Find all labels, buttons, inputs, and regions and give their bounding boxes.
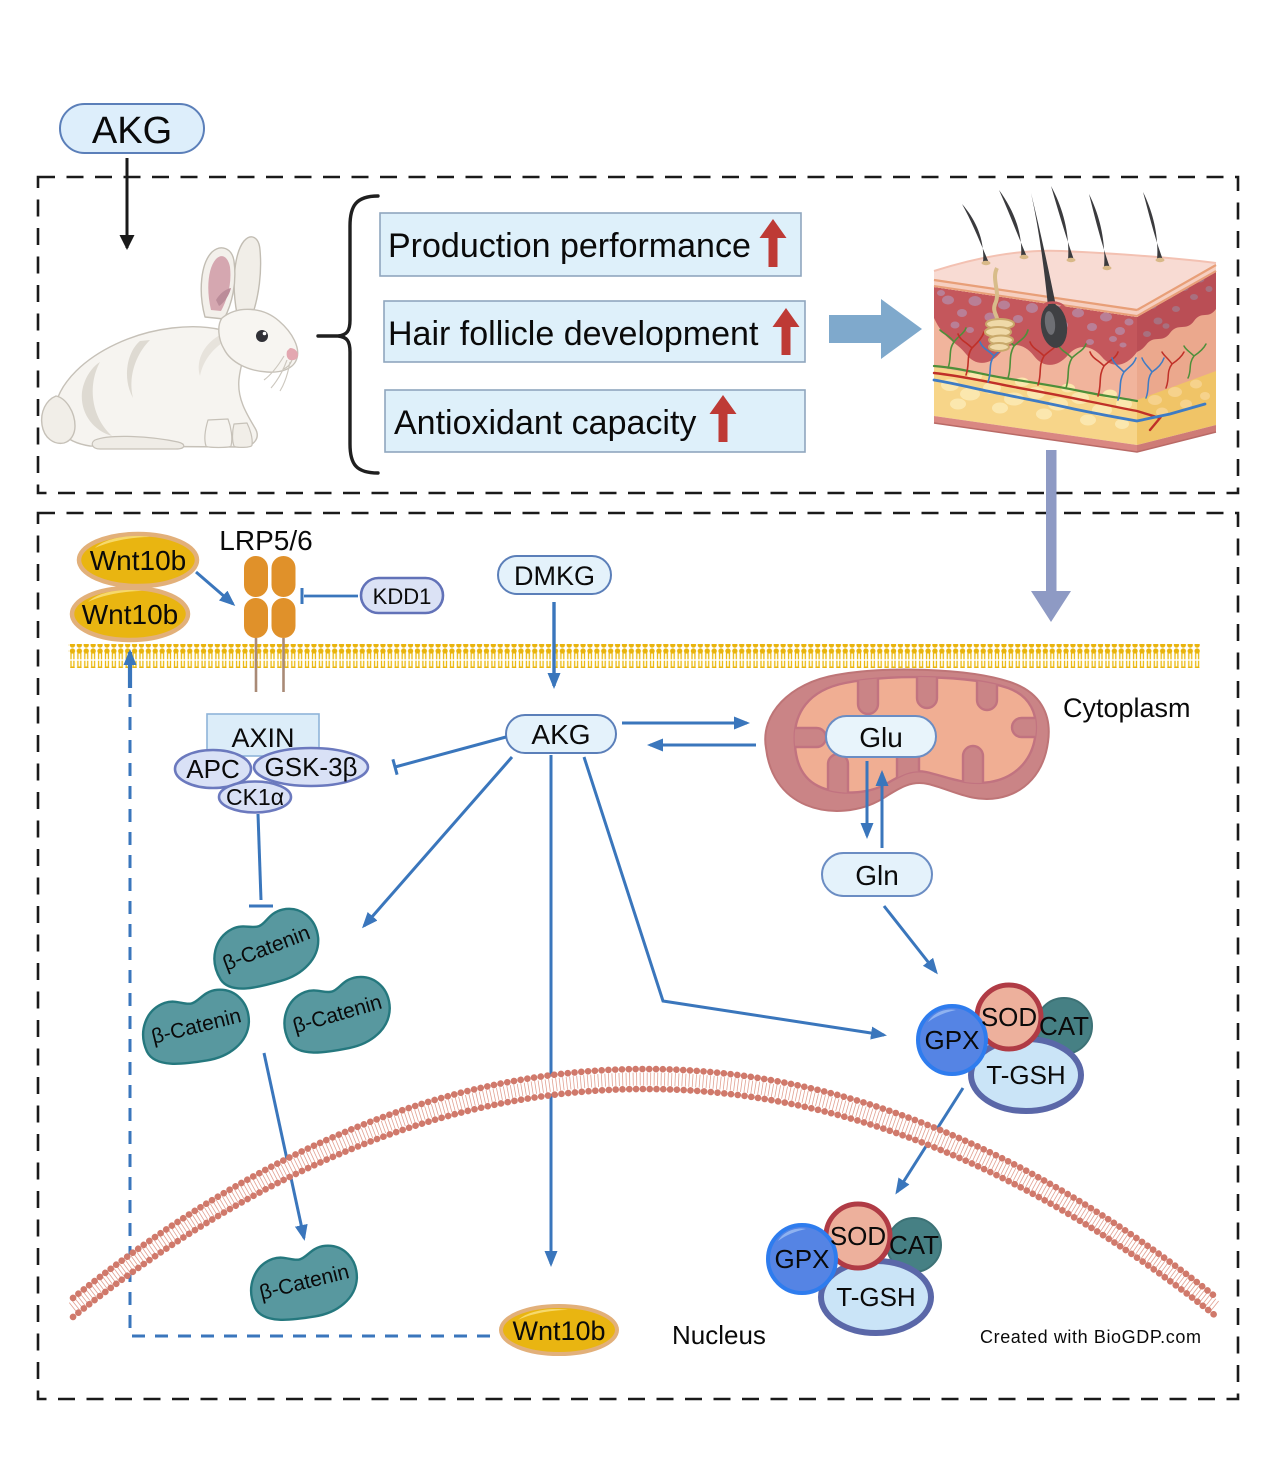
svg-text:GSK-3β: GSK-3β <box>265 752 358 782</box>
svg-text:SOD: SOD <box>981 1002 1037 1032</box>
svg-text:AXIN: AXIN <box>231 723 294 753</box>
svg-text:Gln: Gln <box>855 860 899 891</box>
svg-text:T-GSH: T-GSH <box>986 1060 1065 1090</box>
svg-text:Wnt10b: Wnt10b <box>82 599 179 630</box>
svg-text:APC: APC <box>186 754 239 784</box>
svg-text:GPX: GPX <box>925 1025 980 1055</box>
svg-text:Wnt10b: Wnt10b <box>90 545 187 576</box>
svg-text:Production performance: Production performance <box>388 227 751 265</box>
svg-text:CAT: CAT <box>1039 1011 1089 1041</box>
svg-text:CK1α: CK1α <box>226 784 284 810</box>
svg-text:GPX: GPX <box>775 1244 830 1274</box>
svg-text:Created with BioGDP.com: Created with BioGDP.com <box>980 1327 1202 1347</box>
svg-text:T-GSH: T-GSH <box>836 1282 915 1312</box>
svg-text:SOD: SOD <box>830 1221 886 1251</box>
svg-text:AKG: AKG <box>92 110 172 152</box>
svg-text:Cytoplasm: Cytoplasm <box>1063 693 1191 723</box>
svg-text:Nucleus: Nucleus <box>672 1320 766 1350</box>
svg-text:Glu: Glu <box>859 722 903 753</box>
svg-text:LRP5/6: LRP5/6 <box>219 525 312 556</box>
svg-text:CAT: CAT <box>889 1230 939 1260</box>
svg-text:DMKG: DMKG <box>514 561 595 591</box>
svg-text:Antioxidant capacity: Antioxidant capacity <box>394 404 696 442</box>
svg-text:Hair follicle development: Hair follicle development <box>388 315 759 353</box>
svg-text:Wnt10b: Wnt10b <box>512 1316 605 1346</box>
svg-text:AKG: AKG <box>531 719 590 750</box>
svg-text:KDD1: KDD1 <box>373 584 432 609</box>
